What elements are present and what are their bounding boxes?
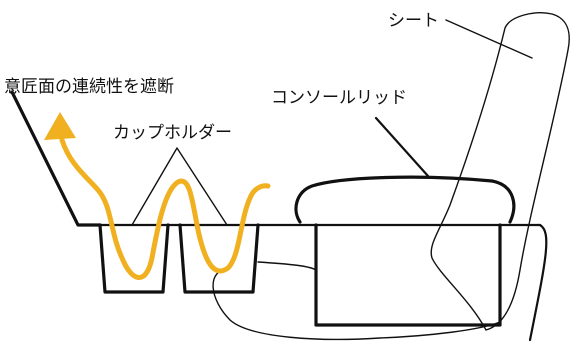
seat-leader-line <box>445 19 533 59</box>
console-lid-label: コンソールリッド <box>271 88 407 108</box>
design-break-label: 意匠面の連続性を遮断 <box>4 77 174 97</box>
cup-holder-2 <box>178 223 260 294</box>
seat-label: シート <box>388 11 439 31</box>
console-lower-curve <box>212 261 501 341</box>
cup-holder-leader <box>131 147 228 226</box>
cup-holder-1 <box>98 223 170 294</box>
design-surface-wall <box>10 90 102 227</box>
console-lid-leader <box>374 116 430 178</box>
console-box <box>314 223 502 327</box>
cup-holder-label: カップホルダー <box>113 123 232 143</box>
flow-arrow-head <box>44 112 76 140</box>
console-lid-shape <box>294 175 516 224</box>
console-right-edge <box>528 223 548 342</box>
seat-outline <box>430 12 570 331</box>
flow-arrow-line <box>59 137 271 280</box>
